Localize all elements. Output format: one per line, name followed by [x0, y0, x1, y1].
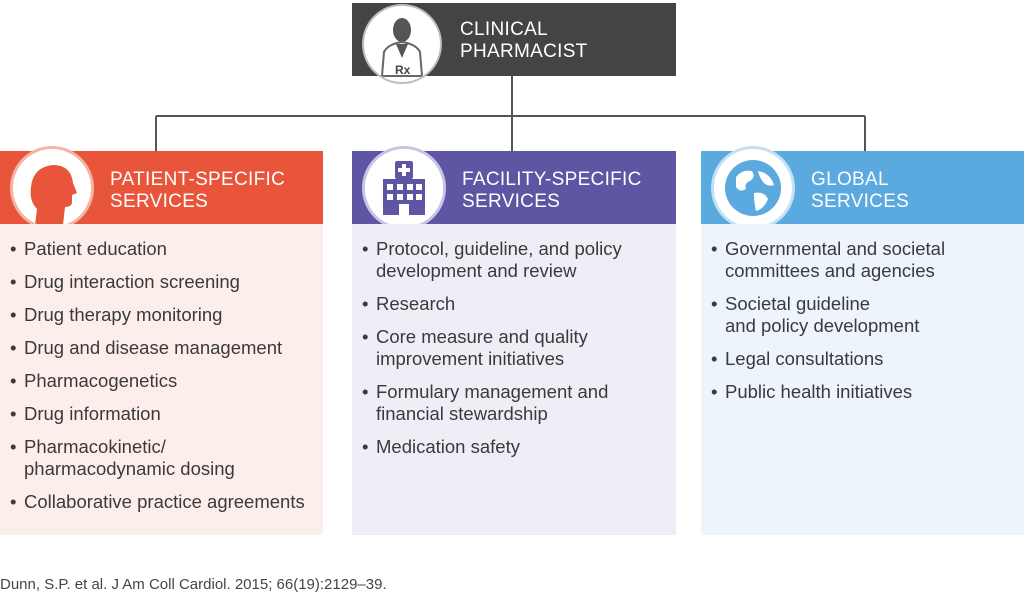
patient-head-icon — [10, 146, 94, 230]
list-item: Drug therapy monitoring — [10, 304, 315, 326]
globe-icon — [711, 146, 795, 230]
hierarchy-connectors — [155, 76, 866, 151]
list-item: Drug and disease management — [10, 337, 315, 359]
list-item: Collaborative practice agreements — [10, 491, 315, 513]
list-item: Core measure and quality improvement ini… — [362, 326, 668, 370]
list-item: Public health initiatives — [711, 381, 1016, 403]
patient-services-title: PATIENT-SPECIFIC SERVICES — [110, 169, 285, 213]
list-item: Societal guideline and policy developmen… — [711, 293, 1016, 337]
hospital-building-icon — [362, 146, 446, 230]
global-services-header: GLOBAL SERVICES — [701, 146, 1024, 230]
facility-services-header: FACILITY-SPECIFIC SERVICES — [352, 146, 676, 230]
list-item: Research — [362, 293, 668, 315]
root-title-line1: CLINICAL — [460, 19, 548, 40]
list-item: Pharmacogenetics — [10, 370, 315, 392]
patient-title-line1: PATIENT-SPECIFIC — [110, 169, 286, 190]
facility-title-line2: SERVICES — [462, 191, 561, 212]
global-services-list: Governmental and societal committees and… — [701, 224, 1024, 535]
list-item: Medication safety — [362, 436, 668, 458]
pharmacist-rx-icon: Rx — [362, 4, 442, 84]
list-item: Protocol, guideline, and policy developm… — [362, 238, 668, 282]
root-title: CLINICAL PHARMACIST — [460, 19, 588, 63]
list-item: Legal consultations — [711, 348, 1016, 370]
root-node-clinical-pharmacist: Rx CLINICAL PHARMACIST — [352, 3, 676, 84]
root-title-line2: PHARMACIST — [460, 41, 588, 62]
list-item: Drug interaction screening — [10, 271, 315, 293]
facility-services-list: Protocol, guideline, and policy developm… — [352, 224, 676, 535]
list-item: Drug information — [10, 403, 315, 425]
citation: Dunn, S.P. et al. J Am Coll Cardiol. 201… — [0, 576, 387, 593]
global-services-title: GLOBAL SERVICES — [811, 169, 909, 213]
patient-title-line2: SERVICES — [110, 191, 209, 212]
list-item: Patient education — [10, 238, 315, 260]
list-item: Governmental and societal committees and… — [711, 238, 1016, 282]
list-item: Pharmacokinetic/ pharmacodynamic dosing — [10, 436, 315, 480]
svg-text:Rx: Rx — [395, 63, 411, 77]
list-item: Formulary management and financial stewa… — [362, 381, 668, 425]
global-title-line2: SERVICES — [811, 191, 910, 212]
facility-title-line1: FACILITY-SPECIFIC — [462, 169, 642, 190]
patient-services-list: Patient education Drug interaction scree… — [0, 224, 323, 535]
global-title-line1: GLOBAL — [811, 169, 889, 190]
facility-services-title: FACILITY-SPECIFIC SERVICES — [462, 169, 642, 213]
patient-services-header: PATIENT-SPECIFIC SERVICES — [0, 146, 323, 230]
